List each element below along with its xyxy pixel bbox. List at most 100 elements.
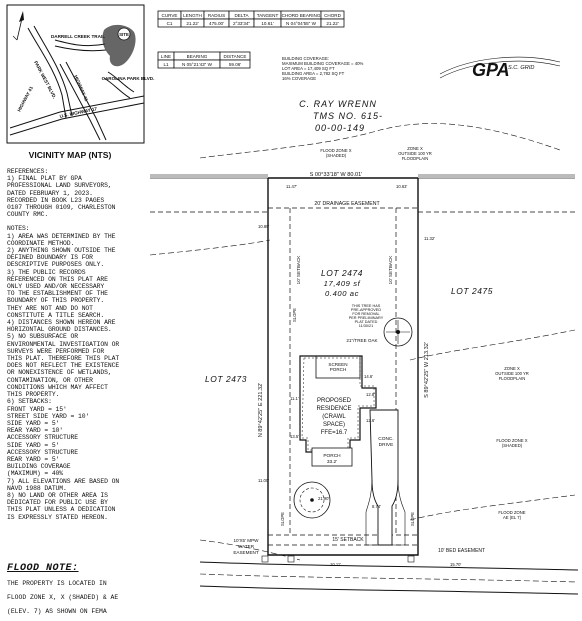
- reference-line: 0107 THROUGH 0109, CHARLESTON: [7, 204, 116, 212]
- flood-note-line: (ELEV. 7) AS SHOWN ON FEMA: [7, 607, 107, 615]
- road-park-west: [27, 27, 67, 119]
- coverage-line: 16% COVERAGE: [282, 76, 316, 81]
- gpa-logo: GPA S.C. GRID: [439, 56, 561, 80]
- coverage-line: MAXIMUM BUILDING COVERAGE = 40%: [282, 61, 363, 66]
- dim-label: 21.90': [318, 496, 329, 501]
- tree-note-line: 11/30/21: [359, 324, 374, 328]
- note-line: 3) THE PUBLIC RECORDS: [7, 268, 86, 276]
- note-line: CONSTITUTE A TITLE SEARCH.: [7, 311, 105, 319]
- flood-x-shaded-label-2: (SHADED): [502, 443, 523, 448]
- curve-table-value: C1: [167, 21, 173, 26]
- dim-label: 11.32': [424, 236, 435, 241]
- line-table-value: N 05°21'43" W: [182, 62, 213, 67]
- note-line: BUILDING COVERAGE: [7, 463, 71, 471]
- tree-note-line: THIS TREE HAS: [352, 304, 381, 308]
- screen-porch-label: SCREEN: [328, 362, 347, 367]
- drive-label: DRIVE: [379, 442, 394, 448]
- curve-table-header: CURVE: [162, 13, 178, 18]
- front-setback-label: 15' SETBACK: [332, 537, 364, 543]
- tree-note-line: FOR REMOVAL: [352, 312, 379, 316]
- front-road: [199, 561, 579, 595]
- right-bearing-label: S 89°42'25" W 213.32': [424, 342, 430, 398]
- oak-label: 21"/TREE OAK: [346, 338, 378, 343]
- dim-label: 13.5': [290, 434, 299, 439]
- note-line: TO THE ESTABLISHMENT OF THE: [7, 290, 108, 298]
- utility-boxes: [261, 555, 415, 563]
- gpa-logo-sub: S.C. GRID: [508, 65, 534, 71]
- curve-table-value: N 04°04'55" W: [286, 21, 317, 26]
- vicinity-label-site: SITE: [119, 32, 129, 37]
- line-table-header: BEARING: [187, 54, 208, 59]
- note-line: SIDE YARD = 5': [7, 441, 60, 449]
- dim-label: 10.63': [396, 184, 407, 189]
- note-line: OR NONEXISTENCE OF WETLANDS,: [7, 369, 112, 377]
- note-line: 5) NO SUBSURFACE OR: [7, 333, 78, 341]
- note-line: 2) ANYTHING SHOWN OUTSIDE THE: [7, 247, 116, 255]
- subject-lot-area-ac: 0.400 ac: [325, 289, 359, 298]
- curve-table-header: DELTA: [234, 13, 249, 18]
- curve-table-value: 21.22': [326, 21, 338, 26]
- flood-x-outside-label: FLOODPLAIN: [402, 156, 429, 161]
- coverage-line: BUILDING AREA = 2,782 SQ FT: [282, 71, 345, 76]
- note-line: 4) DISTANCES SHOWN HEREON ARE: [7, 319, 116, 327]
- reference-line: 1) FINAL PLAT BY GPA: [7, 175, 82, 183]
- line-table-cell: [219, 59, 251, 69]
- dim-label: 12.8': [366, 392, 375, 397]
- note-line: STREET SIDE YARD = 10': [7, 412, 90, 420]
- curve-table-value: 475.00': [209, 21, 224, 26]
- coverage-block: BUILDING COVERAGE: MAXIMUM BUILDING COVE…: [282, 56, 363, 81]
- vicinity-label-carolina: CAROLINA PARK BLVD.: [102, 76, 155, 81]
- survey-plat-sheet: DARRELL CREEK TRAIL PARK WEST BLVD. HIGH…: [6, 4, 579, 615]
- line-table-header: LINE: [161, 54, 171, 59]
- drainage-easement-label: 20' DRAINAGE EASEMENT: [314, 201, 380, 207]
- right-lot-label: LOT 2475: [451, 286, 493, 296]
- flood-x-shaded-label: FLOOD ZONE X: [320, 148, 351, 153]
- curve-table-value: 10.61': [261, 21, 273, 26]
- curve-table: CURVEC1LENGTH21.22'RADIUS475.00'DELTA2°3…: [157, 10, 345, 28]
- residence-label: FFE=16.7: [321, 430, 348, 436]
- site-marker: [102, 24, 136, 67]
- coverage-line: BUILDING COVERAGE:: [282, 56, 329, 61]
- flood-ae-label: AE (EL 7): [503, 515, 522, 520]
- flood-zone-labels: FLOOD ZONE X (SHADED) ZONE X OUTSIDE 100…: [320, 146, 528, 520]
- residence-label: (CRAWL: [322, 414, 346, 420]
- dim-label: 11.00': [258, 478, 269, 483]
- note-line: (MAXIMUM) = 40%: [7, 470, 64, 478]
- note-line: NAVD 1988 DATUM.: [7, 484, 67, 492]
- note-line: SURVEYS WERE PERFORMED FOR: [7, 347, 105, 355]
- road-hwy-41: [59, 63, 101, 141]
- lot-boundary: [150, 174, 575, 556]
- plat-drawing: DARRELL CREEK TRAIL PARK WEST BLVD. HIGH…: [6, 4, 579, 595]
- vicinity-map: DARRELL CREEK TRAIL PARK WEST BLVD. HIGH…: [6, 4, 155, 144]
- flood-x-outside-label: OUTSIDE 100 YR: [398, 151, 432, 156]
- note-line: THIS PLAT UNLESS A DEDICATION: [7, 506, 116, 514]
- dim-label: 8.74': [372, 504, 381, 509]
- residence-label: SPACE): [323, 422, 345, 428]
- dim-label: 10.89': [258, 224, 269, 229]
- curve-table-header: LENGTH: [183, 13, 202, 18]
- reference-line: RECORDED IN BOOK L23 PAGES: [7, 196, 105, 204]
- note-line: IS EXPRESSLY STATED HEREON.: [7, 513, 108, 521]
- water-easement-label: 10'X5' MPW: [234, 538, 260, 543]
- flood-note-line: FLOOD ZONE X, X (SHADED) & AE: [7, 593, 119, 601]
- residence-label: RESIDENCE: [316, 406, 351, 412]
- note-line: DEFINED BOUNDARY IS FOR: [7, 254, 93, 262]
- reference-line: PROFESSIONAL LAND SURVEYORS,: [7, 182, 112, 190]
- owner-name: C. RAY WRENN: [299, 99, 377, 109]
- flood-ae-label: FLOOD ZONE: [498, 510, 525, 515]
- dim-label: 14.6': [364, 374, 373, 379]
- dim-label: 15.70': [450, 562, 461, 567]
- note-line: 1) AREA WAS DETERMINED BY THE: [7, 232, 116, 240]
- vicinity-map-title: VICINITY MAP (NTS): [29, 150, 112, 160]
- references-heading: REFERENCES:: [7, 168, 49, 175]
- slope-label: SLOPE: [280, 512, 285, 526]
- dimension-labels: 11.47' 10.63' 10.89' 11.32' 11.00' 21.90…: [258, 184, 461, 567]
- note-line: REAR YARD = 5': [7, 455, 60, 463]
- flood-note-heading: FLOOD NOTE:: [7, 563, 79, 574]
- curve-table-header: RADIUS: [208, 13, 225, 18]
- note-line: ONLY USED AND/OR NECESSARY: [7, 283, 105, 291]
- note-line: DOES NOT REFLECT THE EXISTENCE: [7, 362, 120, 370]
